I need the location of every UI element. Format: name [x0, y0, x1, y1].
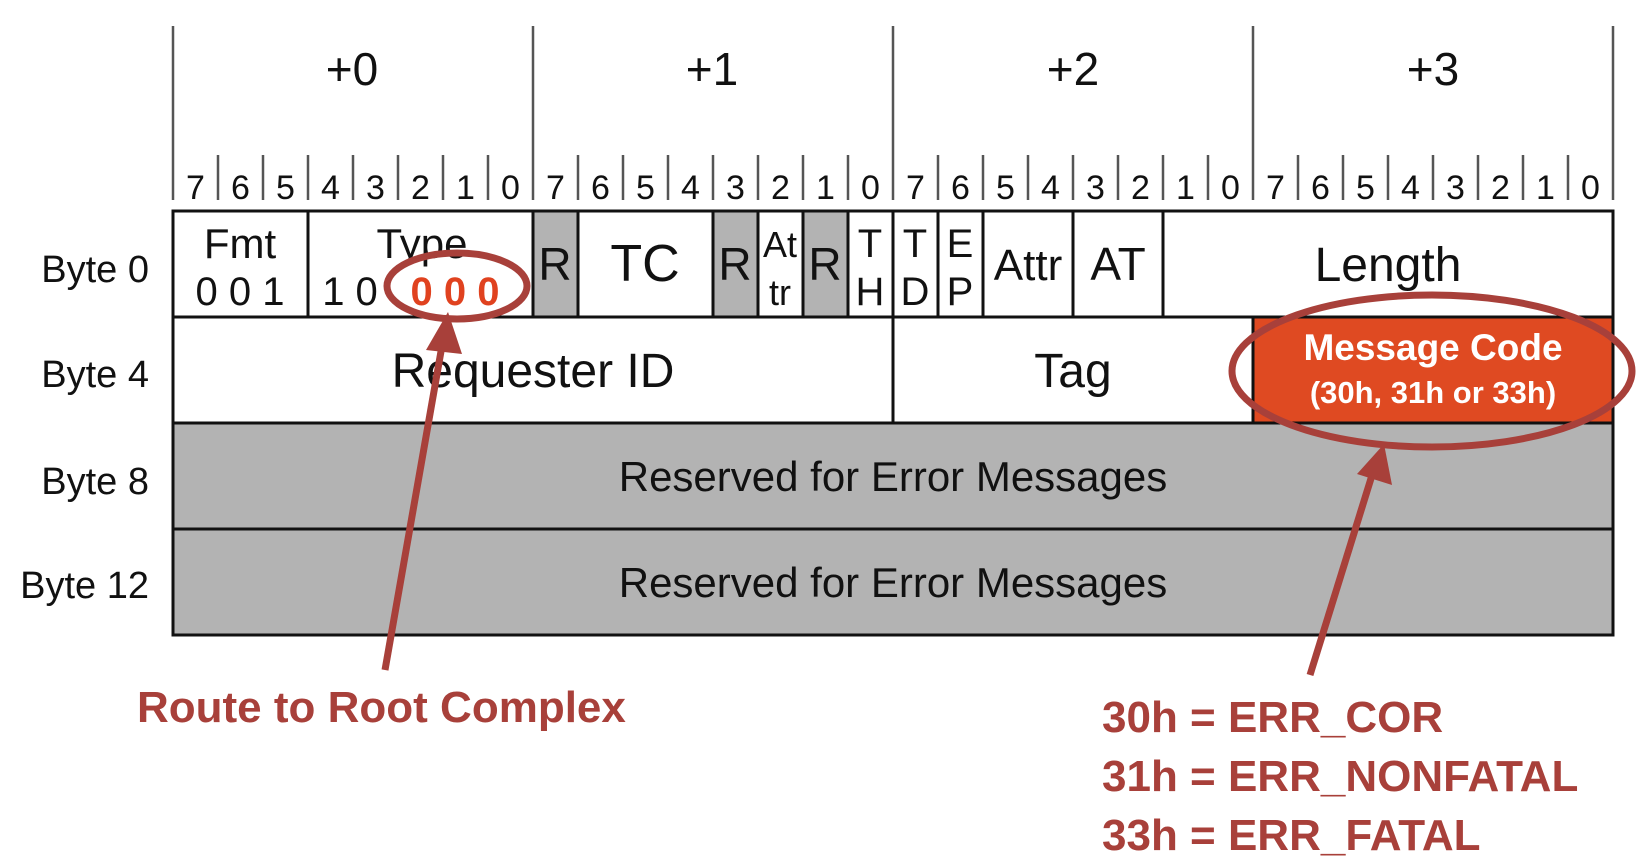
row-byte-4-fields: Requester ID Tag Message Code (30h, 31h … — [392, 327, 1563, 410]
bit-number: 4 — [1401, 169, 1420, 207]
row-byte-0-fields: Fmt 0 0 1 Type 1 0 0 0 0 R TC R At tr R … — [196, 220, 1462, 314]
bit-number: 6 — [951, 169, 970, 207]
bit-number: 3 — [1086, 169, 1105, 207]
length-field: Length — [1315, 239, 1462, 292]
message-code-values: (30h, 31h or 33h) — [1310, 375, 1556, 410]
bit-number: 2 — [771, 169, 790, 207]
row-labels: Byte 0 Byte 4 Byte 8 Byte 12 — [20, 249, 149, 607]
bit-number: 7 — [906, 169, 925, 207]
offset-heading: +3 — [1407, 43, 1459, 95]
tag-field: Tag — [1034, 345, 1111, 398]
bit-number: 2 — [411, 169, 430, 207]
bit-number: 3 — [726, 169, 745, 207]
ep-field-top: E — [947, 222, 974, 266]
bit-number: 6 — [1311, 169, 1330, 207]
attr-bit-field-top: At — [763, 224, 797, 265]
th-field-top: T — [858, 222, 882, 266]
code-arrow-shaft — [1306, 470, 1377, 677]
td-field-bottom: D — [901, 270, 930, 314]
bit-number: 1 — [816, 169, 835, 207]
code-legend-err-cor: 30h = ERR_COR — [1102, 693, 1443, 742]
message-code-legend: 30h = ERR_COR 31h = ERR_NONFATAL 33h = E… — [1102, 693, 1578, 860]
bit-number: 2 — [1491, 169, 1510, 207]
bit-number: 3 — [1446, 169, 1465, 207]
reserved-label-r1: R — [538, 238, 571, 290]
row-label-byte-12: Byte 12 — [20, 565, 149, 607]
arrow-heads — [426, 312, 1392, 485]
reserved-rows: Reserved for Error Messages Reserved for… — [619, 453, 1168, 606]
reserved-row-byte-12-label: Reserved for Error Messages — [619, 559, 1168, 606]
tc-field: TC — [610, 235, 679, 293]
bit-number: 0 — [861, 169, 880, 207]
route-arrow-head — [426, 312, 462, 354]
bit-number: 3 — [366, 169, 385, 207]
bit-number: 0 — [1221, 169, 1240, 207]
bit-number: 6 — [231, 169, 250, 207]
offset-heading: +0 — [326, 43, 378, 95]
row-label-byte-4: Byte 4 — [41, 354, 149, 396]
reserved-field-r2 — [713, 211, 758, 317]
attr-field: Attr — [994, 241, 1062, 290]
fmt-field-value: 0 0 1 — [196, 270, 285, 314]
code-arrow-head — [1357, 444, 1392, 485]
message-code-field — [1253, 317, 1613, 423]
code-legend-err-fatal: 33h = ERR_FATAL — [1102, 811, 1481, 860]
bit-number: 4 — [681, 169, 700, 207]
routing-bits-highlight-ellipse — [383, 249, 531, 323]
th-field-bottom: H — [856, 270, 885, 314]
bit-number: 7 — [546, 169, 565, 207]
message-code-highlight-ellipse — [1228, 291, 1636, 451]
reserved-row-byte-12 — [173, 529, 1613, 635]
reserved-label-r2: R — [718, 238, 751, 290]
td-field-top: T — [903, 222, 927, 266]
offset-heading: +1 — [686, 43, 738, 95]
row-label-byte-0: Byte 0 — [41, 249, 149, 291]
bit-number: 1 — [456, 169, 475, 207]
bit-number: 4 — [1041, 169, 1060, 207]
message-code-label: Message Code — [1303, 327, 1562, 368]
reserved-field-r1 — [533, 211, 578, 317]
bit-number: 0 — [1581, 169, 1600, 207]
reserved-label-r3: R — [808, 238, 841, 290]
bit-number: 5 — [1356, 169, 1375, 207]
bit-number: 4 — [321, 169, 340, 207]
byte-offset-headings: +0 +1 +2 +3 — [326, 43, 1459, 95]
route-arrow-shaft — [381, 339, 447, 671]
bit-number: 5 — [636, 169, 655, 207]
route-to-root-complex-note: Route to Root Complex — [137, 683, 626, 732]
annotations — [381, 249, 1636, 677]
bit-number: 1 — [1536, 169, 1555, 207]
fmt-field-name: Fmt — [204, 220, 277, 267]
offset-heading: +2 — [1047, 43, 1099, 95]
row-label-byte-8: Byte 8 — [41, 461, 149, 503]
reserved-field-r3 — [803, 211, 848, 317]
type-field-value: 1 0 — [322, 270, 378, 314]
bit-number: 2 — [1131, 169, 1150, 207]
type-field-routing-bits: 0 0 0 — [411, 270, 500, 314]
bit-scale-lines — [171, 26, 1615, 200]
bit-number: 0 — [501, 169, 520, 207]
bit-number: 7 — [1266, 169, 1285, 207]
ep-field-bottom: P — [947, 270, 974, 314]
attr-bit-field-bottom: tr — [769, 272, 791, 313]
bit-number: 5 — [276, 169, 295, 207]
bit-number: 5 — [996, 169, 1015, 207]
code-legend-err-nonfatal: 31h = ERR_NONFATAL — [1102, 752, 1578, 801]
at-field: AT — [1090, 238, 1145, 290]
bit-number: 7 — [186, 169, 205, 207]
bit-number: 6 — [591, 169, 610, 207]
bit-number: 1 — [1176, 169, 1195, 207]
reserved-row-byte-8-label: Reserved for Error Messages — [619, 453, 1168, 500]
